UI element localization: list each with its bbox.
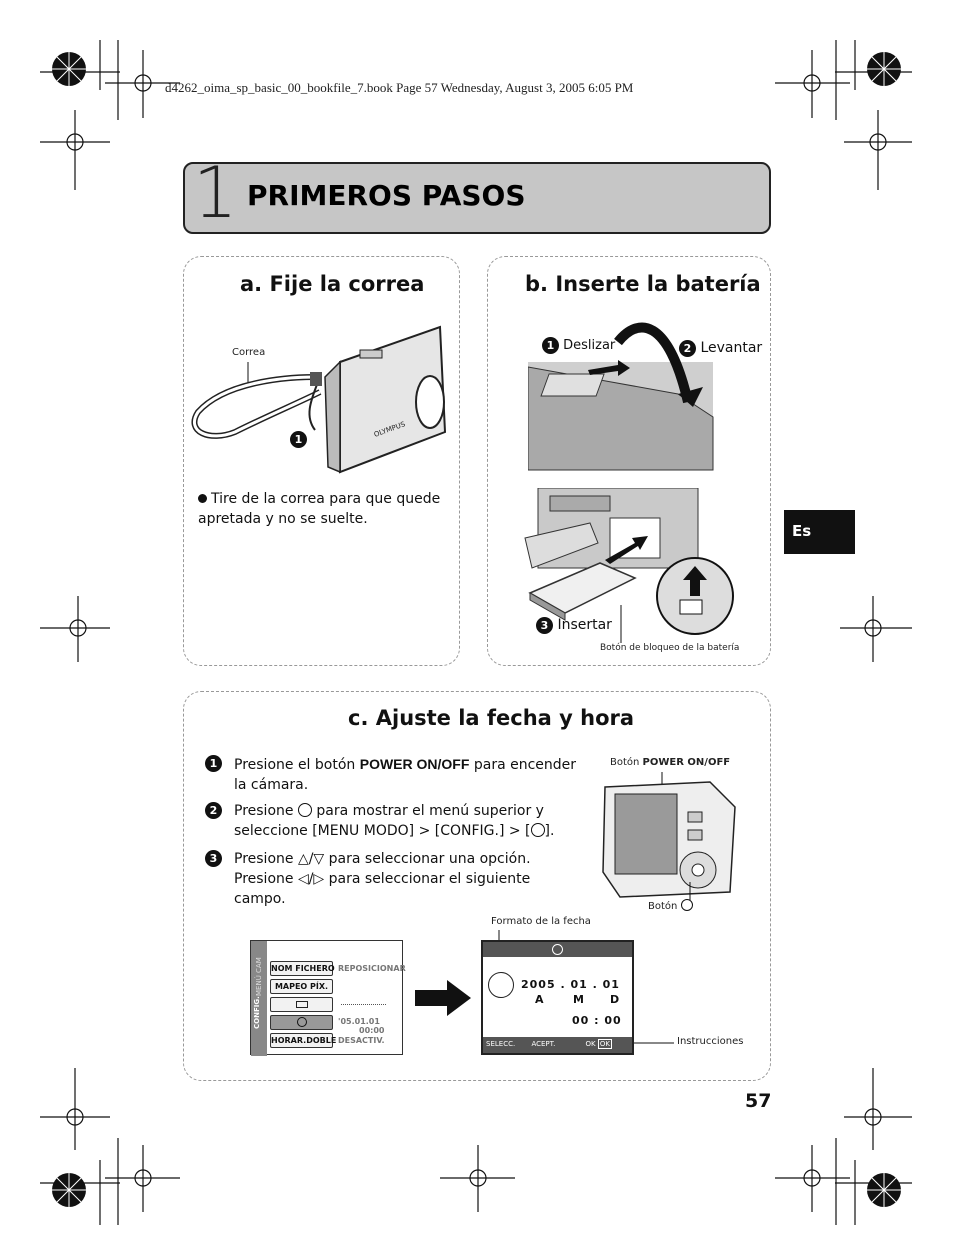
- date-label-d: D: [610, 993, 620, 1006]
- clock-icon: [296, 1017, 307, 1027]
- battery-step-3: 3 Insertar: [536, 617, 612, 634]
- instructions-leader: [634, 1042, 674, 1044]
- strap-step-marker: 1: [290, 428, 307, 448]
- up-down-arrows-icon: △/▽: [297, 851, 325, 867]
- ok-button-label: Botón: [648, 899, 693, 912]
- date-step-3: 3 Presione △/▽ para seleccionar una opci…: [205, 849, 577, 909]
- strap-label: Correa: [232, 347, 266, 358]
- section-a-title: a. Fije la correa: [240, 272, 425, 296]
- power-button-label: Botón POWER ON/OFF: [610, 757, 731, 768]
- battery-lock-leader: [620, 605, 622, 643]
- menu-item-mapeo-pix[interactable]: MAPEO PÍX.: [270, 979, 333, 994]
- menu-side-tab: [251, 941, 267, 1056]
- ok-menu-icon: [680, 899, 693, 911]
- camera-strap-illustration: OLYMPUS: [191, 325, 447, 474]
- menu-item-lcd-brightness[interactable]: [270, 997, 333, 1012]
- menu-item-horar-doble[interactable]: HORAR.DOBLE: [270, 1033, 336, 1048]
- ok-menu-icon: [297, 803, 312, 817]
- date-step-1: 1 Presione el botón POWER ON/OFF para en…: [205, 754, 577, 795]
- menu-value-reposicionar: REPOSICIONAR: [338, 964, 406, 973]
- camera-back-illustration: [602, 772, 736, 900]
- battery-step-1: 1 Deslizar: [542, 337, 615, 354]
- chapter-banner: 1 PRIMEROS PASOS: [183, 158, 771, 234]
- chapter-number: 1: [193, 152, 238, 234]
- battery-insert-illustration: [524, 488, 734, 635]
- brightness-slider: [341, 1004, 386, 1005]
- file-header: d4262_oima_sp_basic_00_bookfile_7.book P…: [165, 80, 634, 95]
- section-c-box: [183, 691, 771, 1081]
- instructions-bar: SELECC. ACEPT. OK OK: [483, 1037, 632, 1053]
- date-format-selector[interactable]: [488, 972, 514, 998]
- menu-side-tab-config: CONFIG.: [253, 996, 261, 1029]
- footer-accept: ACEPT.: [531, 1040, 556, 1048]
- menu-side-tab-cam: MENÚ CAM: [255, 957, 263, 996]
- clock-icon: [530, 823, 545, 837]
- footer-select: SELECC.: [486, 1040, 516, 1048]
- footer-ok: OK: [585, 1040, 596, 1048]
- date-label-m: M: [573, 993, 584, 1006]
- date-step-2: 2 Presione para mostrar el menú superior…: [205, 801, 577, 841]
- clock-icon: [552, 944, 563, 955]
- menu-value-time: 00:00: [359, 1026, 385, 1035]
- battery-step-2: 2 Levantar: [679, 340, 762, 357]
- battery-cover-illustration: [528, 322, 714, 471]
- date-time-screen: 2005 . 01 . 01 A M D 00 : 00 SELECC. ACE…: [481, 940, 634, 1055]
- page-number: 57: [745, 1090, 772, 1112]
- menu-value-date: '05.01.01: [338, 1017, 380, 1026]
- strap-instruction: Tire de la correa para que quede apretad…: [198, 491, 441, 527]
- date-format-label: Formato de la fecha: [491, 916, 591, 927]
- battery-lock-label: Botón de bloqueo de la batería: [600, 643, 740, 653]
- monitor-icon: [295, 1001, 308, 1008]
- time-digits: 00 : 00: [572, 1014, 622, 1027]
- config-menu-screen: CONFIG. MENÚ CAM NOM FICHERO MAPEO PÍX. …: [250, 940, 406, 1056]
- menu-item-nom-fichero[interactable]: NOM FICHERO: [270, 961, 335, 976]
- language-tab: Es: [784, 510, 855, 554]
- left-right-arrows-icon: ◁/▷: [297, 871, 325, 887]
- instructions-label: Instrucciones: [677, 1036, 744, 1047]
- section-a-box: [183, 256, 460, 666]
- section-b-title: b. Inserte la batería: [525, 272, 761, 296]
- section-c-title: c. Ajuste la fecha y hora: [348, 706, 635, 730]
- section-b-box: [487, 256, 771, 666]
- date-label-a: A: [535, 993, 544, 1006]
- chapter-title: PRIMEROS PASOS: [247, 179, 526, 212]
- footer-ok-box: OK: [597, 1039, 612, 1049]
- arrow-right-icon: [415, 980, 471, 1016]
- menu-item-clock[interactable]: [270, 1015, 333, 1030]
- menu-value-desactiv: DESACTIV.: [338, 1036, 385, 1045]
- date-digits: 2005 . 01 . 01: [521, 978, 620, 991]
- bullet-icon: [198, 494, 207, 503]
